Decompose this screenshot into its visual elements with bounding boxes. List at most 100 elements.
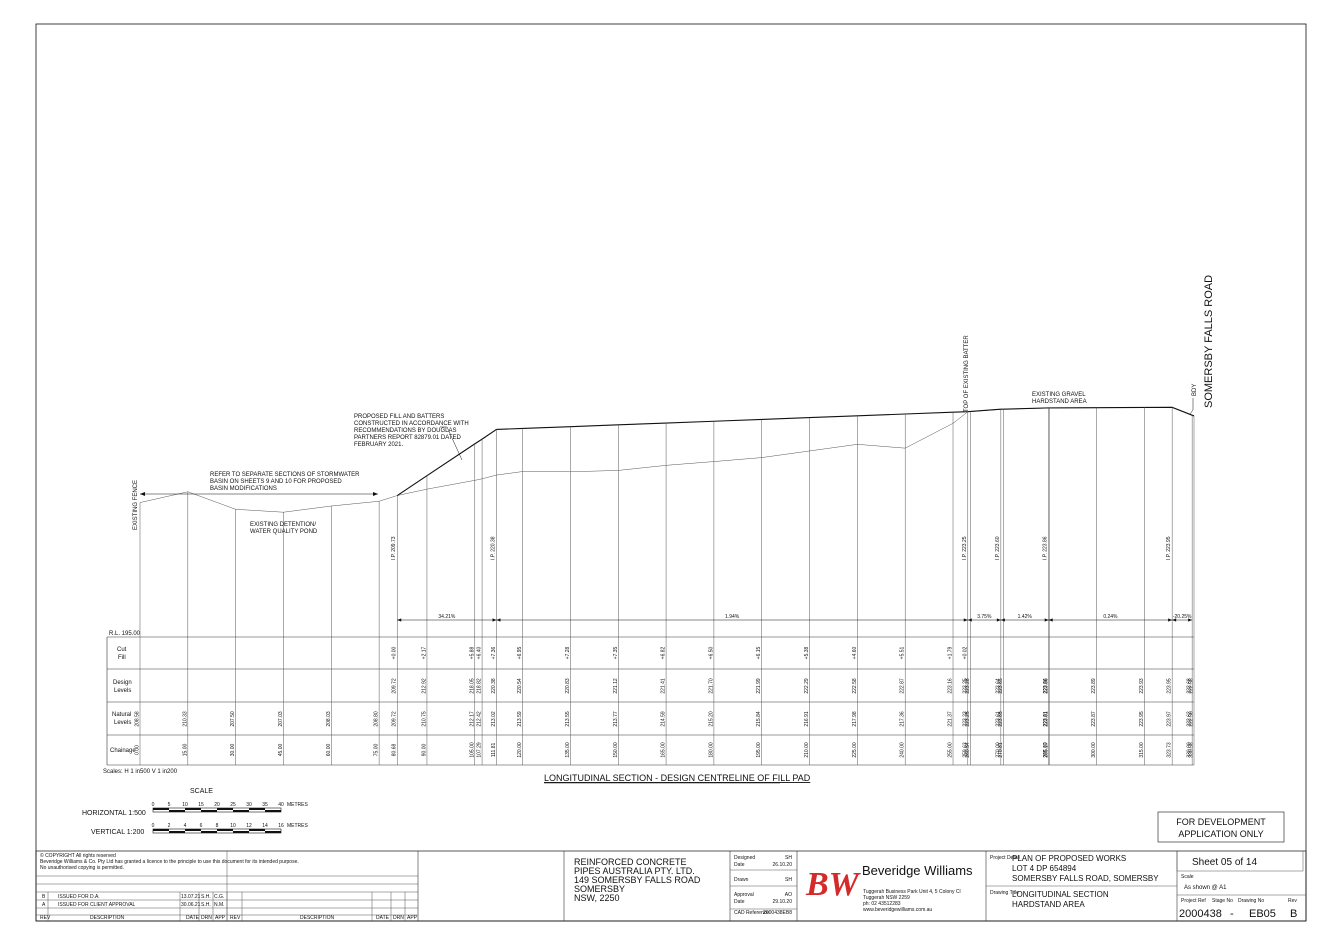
natural-level-value: 223.87 (1091, 711, 1097, 727)
revision-date: 13.07.21 (181, 894, 201, 900)
chainage-value: 330.00 (1187, 742, 1193, 758)
scale-bar-segment (201, 831, 217, 833)
meta-key: Designed (734, 855, 755, 861)
scale-bar-segment (153, 808, 169, 810)
revision-header: DATE (376, 915, 390, 921)
grade-arrow (1000, 618, 1005, 622)
v-scale-unit: METRES (287, 823, 309, 829)
chainage-value: 150.00 (613, 742, 619, 758)
development-stamp-text: FOR DEVELOPMENT (1176, 817, 1266, 827)
natural-level-value: 223.81 (1043, 711, 1049, 727)
h-scale-unit: METRES (287, 802, 309, 808)
natural-level-value: 221.37 (948, 711, 954, 727)
scale-bar-tick: 4 (184, 823, 187, 829)
scale-bar-tick: 5 (168, 802, 171, 808)
natural-level-value: 215.20 (708, 711, 714, 727)
chainage-value: 285.00 (1043, 742, 1049, 758)
natural-level-value: 213.55 (565, 711, 571, 727)
revision-description: ISSUED FOR D.A. (58, 894, 100, 900)
design-level-value: 212.92 (421, 678, 427, 694)
refer-note-line: BASIN ON SHEETS 9 AND 10 FOR PROPOSED (210, 479, 342, 485)
datum-label: R.L. 195.00 (109, 631, 141, 637)
boundary-leader (1189, 398, 1194, 415)
company-address: ph: 02 43512283 (863, 901, 901, 907)
row-label-natural: Natural (112, 712, 131, 718)
meta-value: 2000438EB8 (763, 910, 792, 916)
pond-label: EXISTING DETENTION/ (250, 522, 316, 528)
meta-value: SH (785, 877, 792, 883)
grade-arrow (963, 618, 968, 622)
design-level-value: 220.83 (565, 678, 571, 694)
title-block-frame (35, 850, 1307, 922)
drawing-title-line: LONGITUDINAL SECTION (1012, 890, 1109, 899)
row-label-design: Levels (114, 688, 131, 694)
fill-note-leader (440, 426, 463, 461)
scale-bar-tick: 35 (262, 802, 268, 808)
design-level-value: 222.58 (1189, 678, 1195, 694)
row-label-design: Design (113, 680, 132, 686)
natural-level-value: 223.81 (1044, 711, 1050, 727)
design-level-value: 221.99 (756, 678, 762, 694)
chainage-value: 90.00 (421, 744, 427, 757)
scale-bar-tick: 16 (278, 823, 284, 829)
grade-arrow (1188, 618, 1193, 622)
refer-note-line: BASIN MODIFICATIONS (210, 486, 277, 492)
company-logo: BW (805, 866, 862, 903)
chainage-value: 260.54 (965, 742, 971, 758)
natural-level-value: 213.02 (491, 711, 497, 727)
design-surface-line (396, 406, 1195, 496)
design-level-value: 209.72 (392, 678, 398, 694)
chainage-value: 270.81 (998, 742, 1004, 758)
scale-bar-segment (249, 829, 265, 831)
design-level-value: 222.29 (804, 678, 810, 694)
design-level-value: 221.41 (661, 678, 667, 694)
natural-level-value: 217.98 (852, 711, 858, 727)
scale-bar-tick: 12 (246, 823, 252, 829)
pond-label: WATER QUALITY POND (250, 529, 318, 535)
scales-note: Scales: H 1 in500 V 1 in200 (103, 769, 178, 775)
grade-arrow (1044, 618, 1049, 622)
gravel-label: EXISTING GRAVEL (1032, 392, 1086, 398)
grade-arrow (397, 618, 402, 622)
cut-fill-value: +7.35 (613, 646, 619, 659)
meta-value: SH (785, 855, 792, 861)
chainage-value: 210.00 (804, 742, 810, 758)
project-line: SOMERSBY FALLS ROAD, SOMERSBY (1012, 874, 1159, 883)
design-level-value: 223.89 (1091, 678, 1097, 694)
grade-arrow (996, 618, 1001, 622)
chainage-value: 80.68 (392, 744, 398, 757)
natural-level-value: 223.61 (995, 711, 1001, 727)
fence-label: EXISTING FENCE (133, 480, 139, 530)
chainage-value: 30.00 (230, 744, 236, 757)
scale-bar-segment (185, 808, 201, 810)
batter-label: TOP OF EXISTING BATTER (964, 335, 970, 412)
scale-bar-tick: 15 (198, 802, 204, 808)
ip-label: I.P. 223.86 (1043, 536, 1049, 560)
revision-header: DESCRIPTION (300, 915, 335, 921)
design-level-value: 223.16 (948, 678, 954, 694)
revision-header: DESCRIPTION (90, 915, 125, 921)
revision-date: 30.06.21 (181, 902, 201, 908)
grade-label: 34.21% (438, 614, 456, 620)
client-line: PIPES AUSTRALIA PTY. LTD. (574, 866, 695, 876)
ip-label: I.P. 223.25 (962, 536, 968, 560)
scale-bar-segment (169, 831, 185, 833)
company-name: Beveridge Williams (862, 863, 973, 878)
revision-description: ISSUED FOR CLIENT APPROVAL (58, 902, 136, 908)
grade-label: 1.42% (1018, 614, 1033, 620)
meta-key: Date (734, 862, 745, 868)
scale-bar-segment (233, 810, 249, 812)
design-level-value: 223.93 (1139, 678, 1145, 694)
cut-fill-value: +6.15 (756, 646, 762, 659)
scale-bar-segment (249, 808, 265, 810)
scale-bar-tick: 20 (214, 802, 220, 808)
cut-fill-value: +6.82 (661, 646, 667, 659)
natural-level-value: 223.95 (1139, 711, 1145, 727)
cut-fill-value: +6.95 (517, 646, 523, 659)
natural-level-value: 215.84 (756, 711, 762, 727)
